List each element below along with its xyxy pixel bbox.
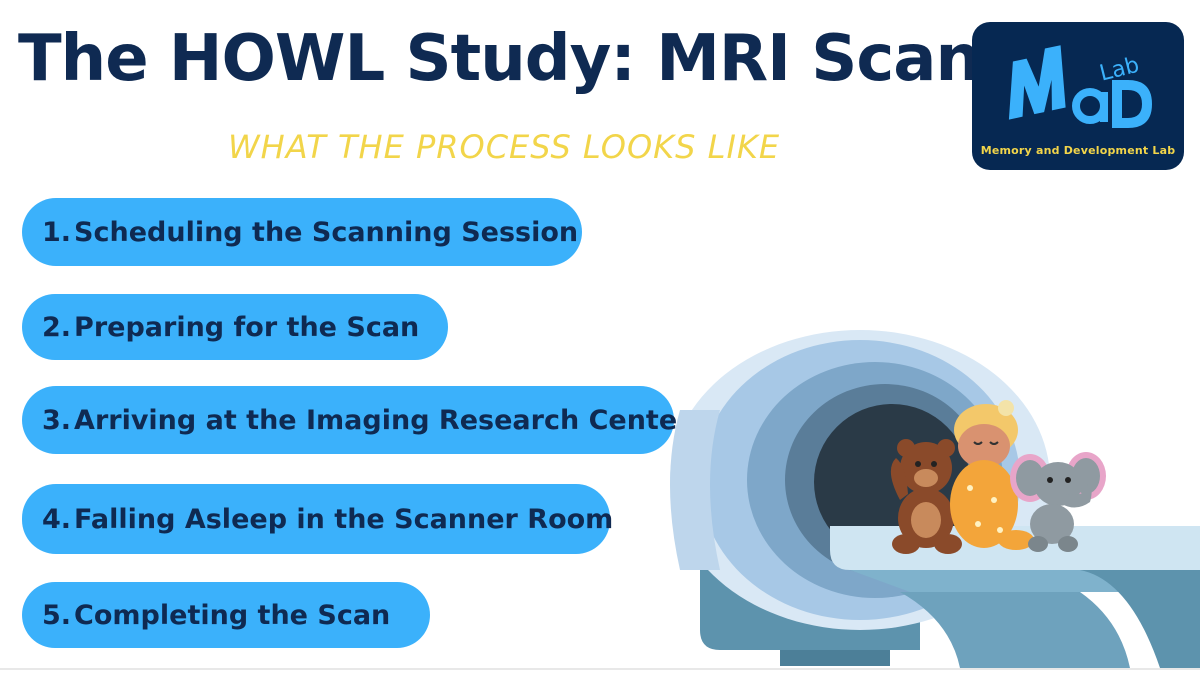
step-number: 2. — [42, 311, 72, 343]
step-preparing-scan[interactable]: 2. Preparing for the Scan — [22, 294, 448, 360]
step-number: 3. — [42, 404, 72, 436]
bottom-divider — [0, 668, 1200, 670]
step-label: Arriving at the Imaging Research Center — [74, 404, 691, 436]
step-label: Scheduling the Scanning Session — [74, 216, 579, 248]
step-completing-scan[interactable]: 5. Completing the Scan — [22, 582, 430, 648]
page-title: The HOWL Study: MRI Scan — [18, 22, 981, 96]
step-arriving-center[interactable]: 3. Arriving at the Imaging Research Cent… — [22, 386, 690, 454]
mri-scanner-illustration-icon — [670, 330, 1200, 668]
mad-lab-logo: Lab Memory and Development Lab — [972, 22, 1184, 170]
mad-lab-logo-icon: Lab — [1008, 45, 1152, 128]
step-scheduling-session[interactable]: 1. Scheduling the Scanning Session — [22, 198, 582, 266]
logo-caption: Memory and Development Lab — [980, 144, 1176, 157]
step-number: 1. — [42, 216, 72, 248]
step-falling-asleep[interactable]: 4. Falling Asleep in the Scanner Room — [22, 484, 614, 554]
step-label: Falling Asleep in the Scanner Room — [74, 503, 614, 535]
step-label: Completing the Scan — [74, 599, 391, 631]
page-subtitle: WHAT THE PROCESS LOOKS LIKE — [228, 128, 781, 166]
step-number: 5. — [42, 599, 72, 631]
step-number: 4. — [42, 503, 72, 535]
step-label: Preparing for the Scan — [74, 311, 420, 343]
